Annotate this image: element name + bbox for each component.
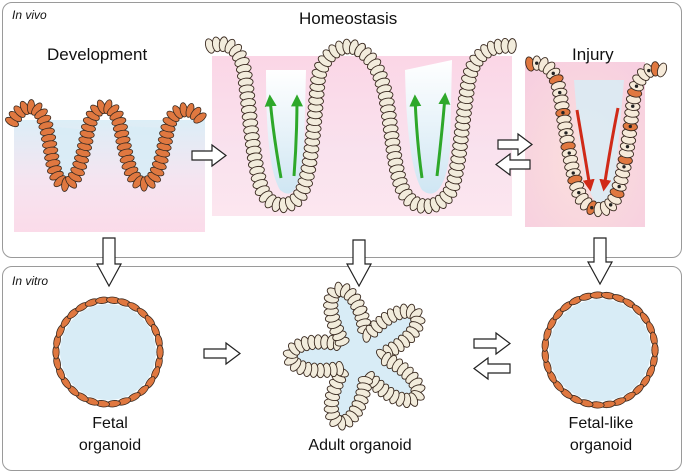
fetal-like-organoid-label: Fetal-like organoid [541,413,661,457]
stem-cell-marker [608,203,613,207]
stem-cell-marker [634,84,639,88]
stem-cell-marker [628,124,632,129]
stem-cell-marker [631,104,635,108]
epithelial-cell [352,305,368,316]
injury-arrow-left [575,109,595,192]
epithelial-cell [507,38,517,54]
fetal-like-organoid-label-line-2: organoid [569,437,633,454]
arrow-adult-to-fetal-like-organoid [473,331,511,356]
arrow-homeostasis-to-injury [497,132,533,157]
adult-organoid-star [282,281,426,431]
in-vitro-label: In vitro [12,274,49,288]
organoid-lumen [60,304,156,400]
arrow-homeostasis-to-adult-organoid [345,239,373,288]
regeneration-arrow-left-crypt-2 [290,94,303,177]
stem-cell-marker [567,151,571,155]
fetal-organoid-label-line-2: organoid [78,437,142,454]
arrow-injury-to-homeostasis [495,152,531,177]
stem-cell-marker [590,205,594,210]
fetal-like-organoid-label-line-1: Fetal-like [568,415,634,432]
regeneration-arrow-right-crypt-2 [435,92,451,177]
adult-organoid-label: Adult organoid [308,437,412,454]
homeostasis-label: Homeostasis [299,9,398,28]
organoid-lumen [549,299,651,401]
arrow-development-to-fetal-organoid [95,237,123,288]
fetal-organoid-label-line-1: Fetal [92,415,128,432]
development-label: Development [47,45,148,64]
in-vivo-panel [2,2,682,258]
homeostasis-epithelium [204,36,517,215]
arrow-injury-to-fetal-like-organoid [586,237,614,286]
epithelial-cell [193,112,207,124]
stem-cell-marker [625,144,630,149]
epithelial-cell [156,344,164,360]
fetal-organoid-label: Fetal organoid [55,413,165,457]
stem-cell-marker [561,111,565,115]
stem-cell-marker [564,131,568,135]
in-vitro-panel [2,266,682,471]
stem-cell-marker [551,71,555,76]
fetal-organoid-sphere [52,296,164,408]
injury-epithelium [525,55,668,218]
epithelial-cell [656,62,668,78]
arrow-development-to-homeostasis [191,143,227,168]
stem-cell-marker [558,90,562,95]
stem-cell-marker [622,165,626,169]
regeneration-arrow-left-crypt [264,94,283,179]
stem-cell-marker [577,190,581,195]
stem-cell-marker [617,184,621,189]
injury-arrow-right [599,107,620,192]
in-vivo-label: In vivo [12,8,47,22]
epithelial-cell [651,342,659,358]
stem-cell-marker [571,171,575,175]
stem-cell-marker [647,68,651,73]
fetal-like-organoid-sphere [541,291,659,409]
development-epithelium [5,99,207,192]
regeneration-arrow-right-crypt [409,94,424,179]
arrow-fetal-to-adult-organoid [203,341,241,366]
arrow-fetal-like-to-adult-organoid [473,356,511,381]
stem-cell-marker [535,61,539,65]
injury-label: Injury [572,45,614,64]
